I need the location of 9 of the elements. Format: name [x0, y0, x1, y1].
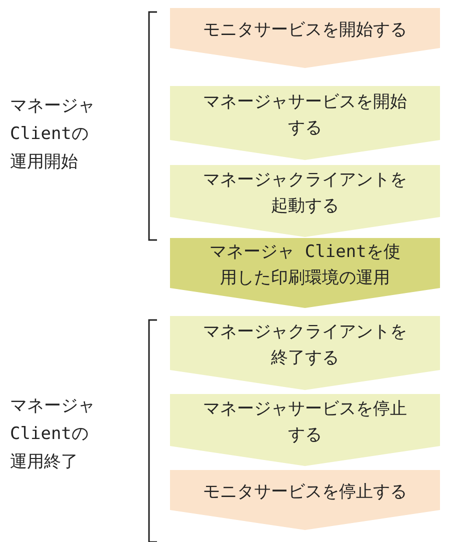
chevron-step: マネージャ Clientを使用した印刷環境の運用: [170, 238, 440, 308]
chevron-step: モニタサービスを停止する: [170, 470, 440, 530]
chevron-step: モニタサービスを開始する: [170, 8, 440, 68]
chevron-step: マネージャサービスを開始する: [170, 86, 440, 160]
chevron-step: マネージャクライアントを起動する: [170, 165, 440, 237]
chevron-step: マネージャクライアントを終了する: [170, 316, 440, 390]
phase-label: マネージャClientの運用終了: [10, 395, 96, 474]
phase-label: マネージャClientの運用開始: [10, 95, 96, 174]
chevron-step: マネージャサービスを停止する: [170, 394, 440, 466]
